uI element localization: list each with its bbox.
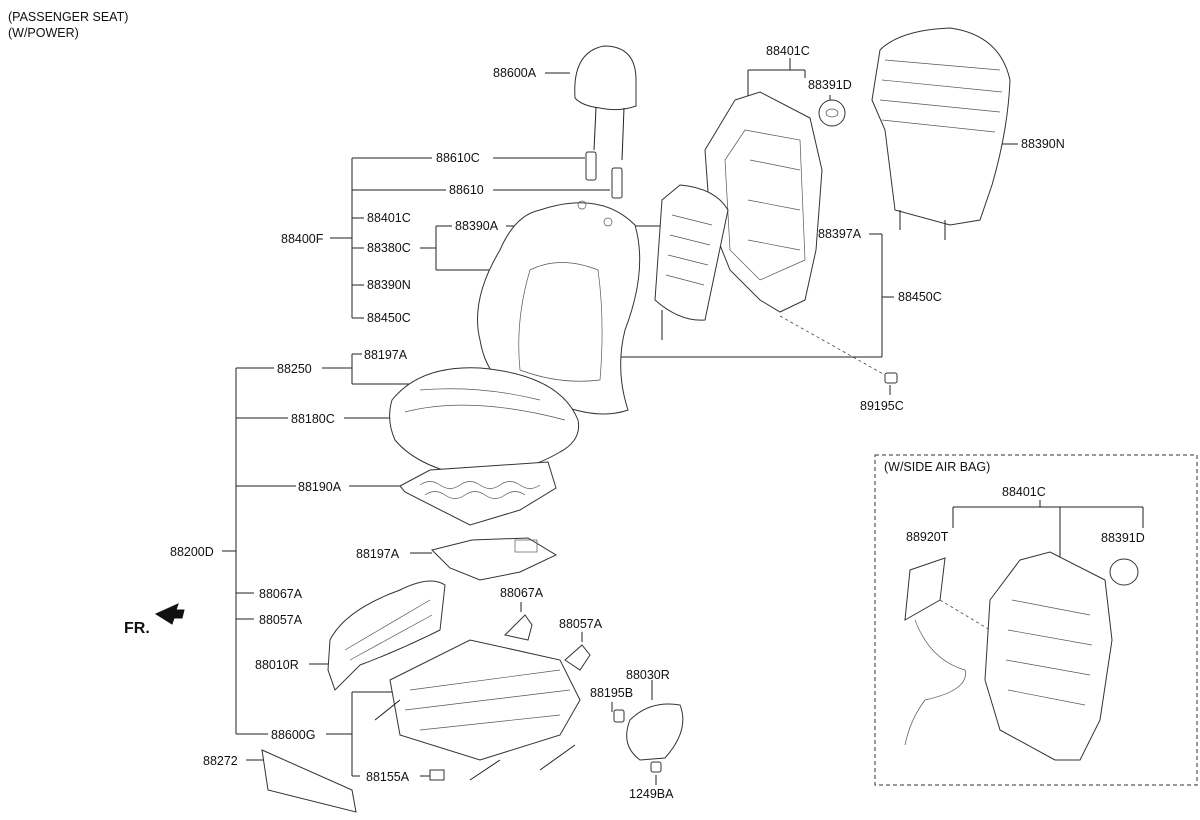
part-label: 88197A: [356, 547, 400, 561]
part-label: 88067A: [500, 586, 544, 600]
side-shield: [327, 580, 446, 691]
screw-1249BA: [650, 761, 662, 773]
part-label: 88067A: [259, 587, 303, 601]
part-label: 88197A: [364, 348, 408, 362]
clip-88155A: [429, 769, 445, 781]
inset-knob-disc: [1109, 558, 1139, 586]
bolt-89195C: [884, 372, 898, 384]
part-label: 88155A: [366, 770, 410, 784]
part-label: 88401C: [367, 211, 411, 225]
inset-title: (W/SIDE AIR BAG): [884, 460, 991, 474]
part-label: 89195C: [860, 399, 904, 413]
bracket-88067A: [503, 614, 533, 641]
part-label: 88057A: [559, 617, 603, 631]
part-label: 88030R: [626, 668, 670, 682]
backrest-knob-disc: [818, 99, 846, 127]
part-label: 1249BA: [629, 787, 674, 801]
cushion-pad: [431, 537, 558, 581]
seat-back-heater-mat: [654, 184, 729, 340]
part-label: 88610C: [436, 151, 480, 165]
cushion-heater-mat: [399, 461, 557, 526]
part-label: 88391D: [1101, 531, 1145, 545]
inset-back-frame: [984, 551, 1113, 761]
part-label: 88190A: [298, 480, 342, 494]
part-label: 88600A: [493, 66, 537, 80]
part-label: 88180C: [291, 412, 335, 426]
front-trim: [261, 749, 357, 813]
seat-back-cover-panel: [871, 27, 1011, 240]
part-label: 88610: [449, 183, 484, 197]
part-label: 88195B: [590, 686, 634, 700]
inset-airbag-module: [904, 557, 966, 746]
part-label: 88391D: [808, 78, 852, 92]
part-label: 88450C: [898, 290, 942, 304]
diagram-title-line2: (W/POWER): [8, 26, 79, 40]
bracket-88057A: [564, 644, 591, 671]
part-label: 88057A: [259, 613, 303, 627]
headrest-guides: [585, 151, 623, 199]
part-label: 88450C: [367, 311, 411, 325]
part-label: 88600G: [271, 728, 316, 742]
part-label: 88200D: [170, 545, 214, 559]
part-label: 88390A: [455, 219, 499, 233]
seat-cushion: [389, 367, 580, 479]
part-label: 88010R: [255, 658, 299, 672]
seat-back-cover: [477, 200, 641, 415]
part-label: 88400F: [281, 232, 324, 246]
front-direction-label: FR.: [124, 620, 150, 637]
front-arrow-icon: [154, 603, 185, 625]
part-label: 88250: [277, 362, 312, 376]
part-label: 88380C: [367, 241, 411, 255]
inset-frame: [874, 454, 1198, 786]
part-label: 88397A: [818, 227, 862, 241]
recliner-cover: [626, 703, 684, 761]
part-label: 88272: [203, 754, 238, 768]
bolt-88195B: [613, 709, 625, 723]
part-label: 88390N: [1021, 137, 1065, 151]
part-label: 88401C: [1002, 485, 1046, 499]
part-label: 88401C: [766, 44, 810, 58]
seat-track-assembly: [374, 639, 581, 781]
part-label: 88920T: [906, 530, 949, 544]
headrest: [574, 45, 637, 161]
part-label: 88390N: [367, 278, 411, 292]
diagram-title-line1: (PASSENGER SEAT): [8, 10, 129, 24]
